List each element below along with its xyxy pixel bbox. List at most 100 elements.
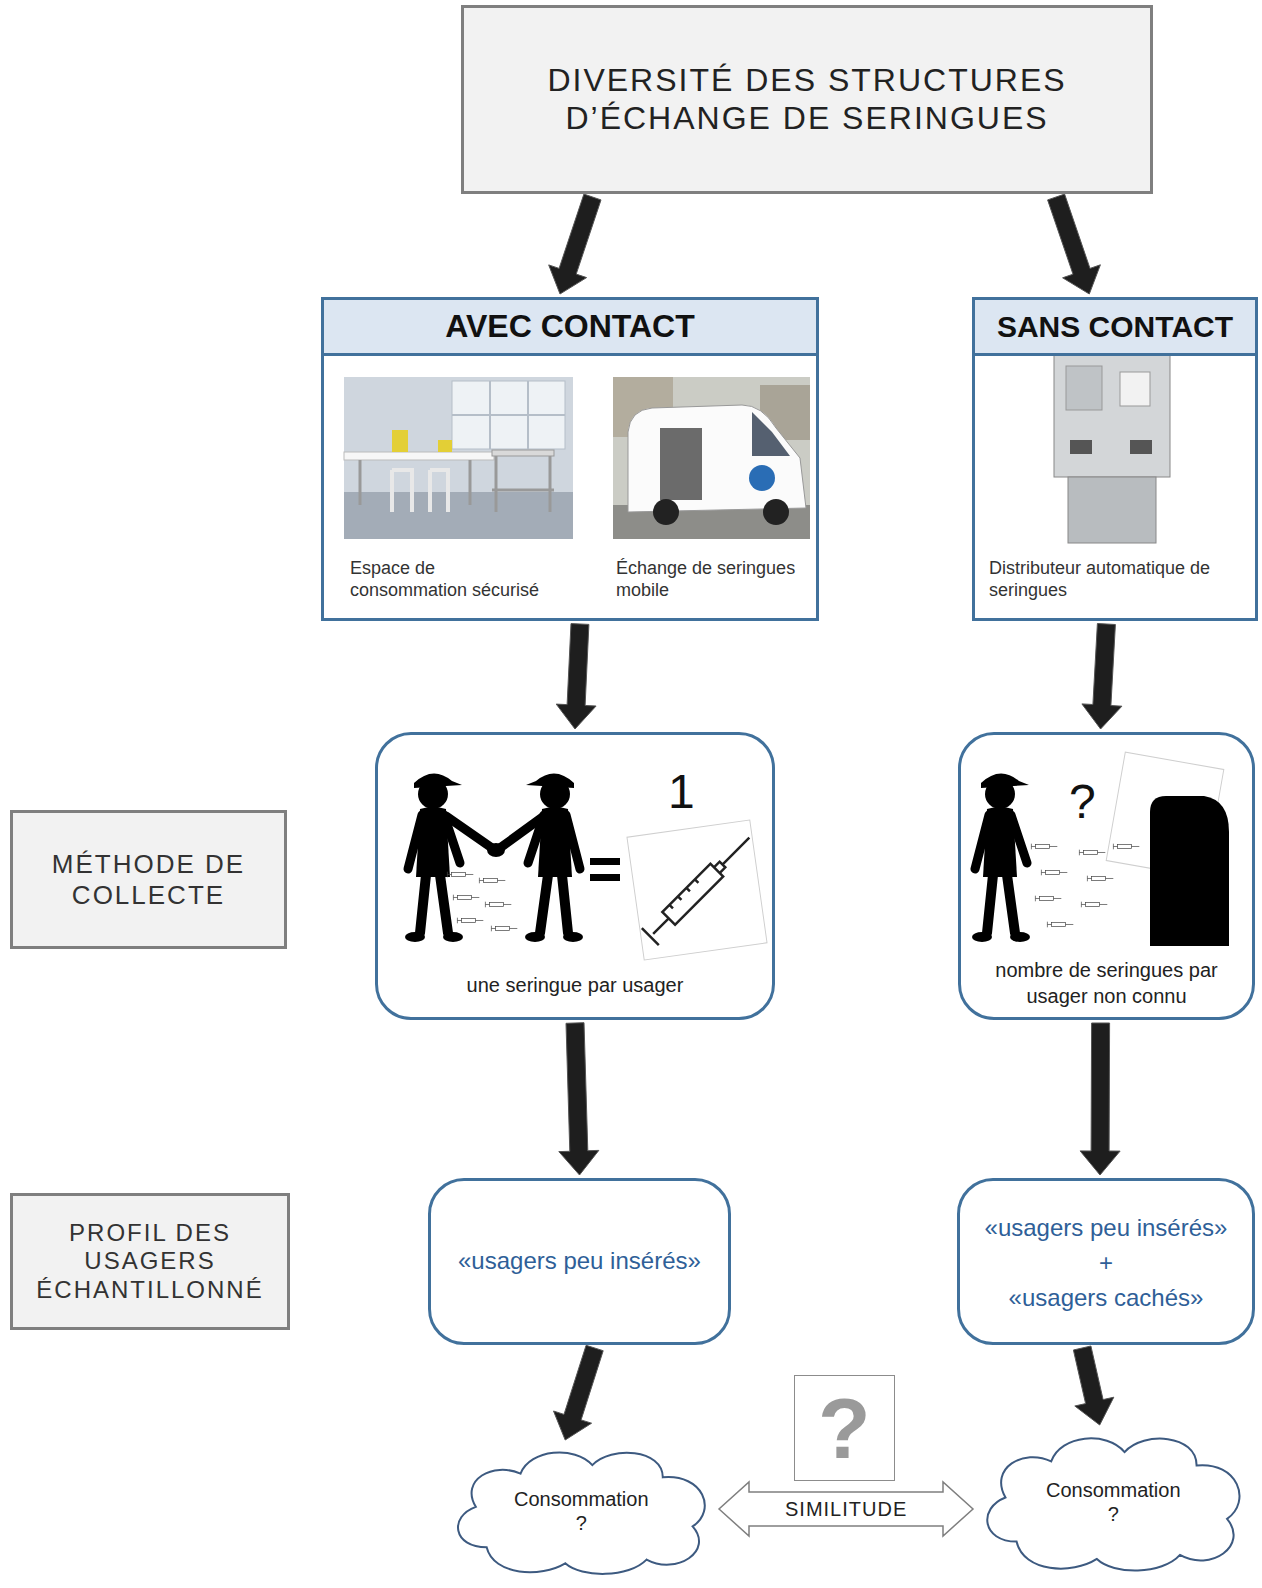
block-arrow (554, 1345, 604, 1440)
syringe-icon (447, 872, 473, 878)
syringe-icon (1087, 876, 1113, 882)
syringe-icon (485, 902, 511, 908)
node-text: DIVERSITÉ DES STRUCTURES D’ÉCHANGE DE SE… (487, 61, 1127, 138)
row-label: MÉTHODE DE COLLECTE (10, 810, 287, 949)
node-text: «usagers peu insérés» (960, 1213, 1252, 1243)
handshake-figure (405, 773, 767, 960)
background (613, 377, 810, 539)
block-arrow (549, 194, 601, 294)
machine-slot (1070, 440, 1092, 454)
wall (344, 377, 573, 539)
syringe-icon (453, 895, 479, 901)
syringe-icon (1081, 902, 1107, 908)
node-text: + (960, 1248, 1252, 1278)
node-text: Consommation ? (514, 1487, 649, 1535)
trolley (492, 450, 554, 456)
syringe-parts (642, 829, 758, 945)
machine-base (1068, 477, 1156, 543)
node-text: ? (818, 1385, 871, 1471)
node-text: une seringue par usager (378, 973, 772, 997)
profile-box: «usagers peu insérés» (428, 1178, 731, 1345)
syringe-icon (1041, 870, 1067, 876)
barrel (662, 864, 723, 925)
person (972, 773, 1030, 942)
node-text: SANS CONTACT (975, 300, 1255, 356)
cloud-bubble: Consommation ? (446, 1443, 717, 1578)
syringe-icon (479, 878, 505, 884)
syringe-icon (1031, 844, 1057, 850)
method-box: ? nombre de seringues par usager non conn… (958, 732, 1255, 1020)
table-legs (360, 460, 470, 505)
sharps-box (438, 440, 452, 452)
category-panel: AVEC CONTACT Espace de consommation sécur… (321, 297, 819, 621)
node-text: Distributeur automatique de seringues (989, 558, 1219, 601)
sharps-box (392, 430, 408, 452)
mirrored (525, 773, 583, 942)
machine-label (1120, 372, 1150, 406)
machine-top (1054, 355, 1170, 477)
node-text: «usagers cachés» (960, 1283, 1252, 1313)
block-arrow (1073, 1346, 1113, 1425)
trolley-frame (492, 456, 554, 512)
node-text: PROFIL DES USAGERS ÉCHANTILLONNÉ (25, 1219, 275, 1305)
machine-silhouette (1150, 796, 1229, 946)
node-text: MÉTHODE DE COLLECTE (34, 849, 264, 911)
cloud-outline (987, 1438, 1239, 1570)
node-text: AVEC CONTACT (324, 300, 816, 356)
machine-slot (1130, 440, 1152, 454)
table (344, 452, 494, 460)
node-text: Espace de consommation sécurisé (350, 558, 550, 601)
van-window (752, 412, 790, 456)
category-panel: SANS CONTACT Distributeur automatique de … (972, 297, 1258, 621)
block-arrow (559, 1023, 599, 1175)
node-text: ? (1069, 773, 1096, 831)
van-body (628, 405, 806, 512)
syringe-icon (1047, 922, 1073, 928)
method-box: 1 une seringue par usager (375, 732, 775, 1020)
window-bars (452, 381, 565, 449)
syringe-card (627, 820, 767, 960)
cloud-bubble: Consommation ? (975, 1428, 1252, 1575)
syringe-icon (491, 926, 517, 932)
person (525, 773, 583, 942)
vending-machine (1054, 355, 1170, 543)
floor (344, 492, 573, 539)
cloud-shape (975, 1428, 1252, 1575)
van-door (660, 428, 702, 500)
hands (487, 843, 505, 857)
block-arrow (1082, 624, 1122, 730)
title-box: DIVERSITÉ DES STRUCTURES D’ÉCHANGE DE SE… (461, 5, 1153, 194)
node-text: Consommation ? (1046, 1478, 1181, 1526)
photo-room (344, 377, 573, 539)
wheel (653, 499, 679, 525)
syringe-icon (1079, 850, 1105, 856)
row-label: PROFIL DES USAGERS ÉCHANTILLONNÉ (10, 1193, 290, 1330)
double-arrow (719, 1482, 973, 1536)
block-arrow (1048, 194, 1101, 294)
node-text: Échange de seringues mobile (616, 558, 811, 601)
equals-sign (590, 874, 620, 881)
node-text: «usagers peu insérés» (458, 1247, 701, 1276)
chairs (392, 470, 448, 512)
cloud-outline (458, 1452, 705, 1573)
node-text: 1 (668, 763, 695, 821)
syringe-icon (457, 918, 483, 924)
block-arrow (556, 624, 596, 729)
equals-sign (590, 858, 620, 865)
node-text: nombre de seringues par usager non connu (974, 957, 1239, 1009)
cloud-shape (446, 1443, 717, 1578)
photo-van (613, 377, 810, 539)
van-logo (749, 465, 775, 491)
profile-box: «usagers peu insérés» + «usagers cachés» (957, 1178, 1255, 1345)
syringe-icon (1035, 896, 1061, 902)
machine-panel (1066, 366, 1102, 410)
person (405, 773, 463, 942)
big-syringe (642, 829, 758, 945)
question-box: ? (794, 1375, 895, 1481)
wheel (763, 499, 789, 525)
edge-label: SIMILITUDE (782, 1497, 910, 1521)
syringe-icon (1113, 844, 1139, 850)
window (452, 381, 565, 449)
machine-figure (972, 752, 1229, 946)
